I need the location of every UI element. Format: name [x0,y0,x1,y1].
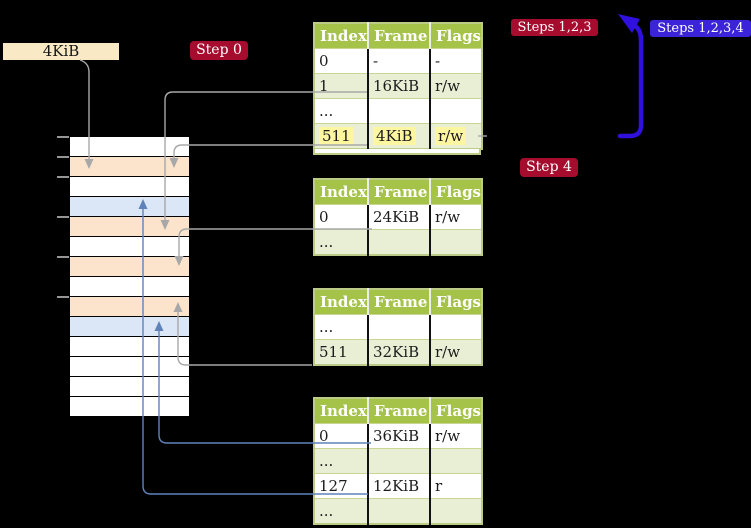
arrowhead [618,14,640,33]
table-row: 127 12KiB r [314,473,482,499]
memory-row [70,317,189,336]
column-header: Index [314,23,369,49]
memory-row [70,137,189,156]
page-table-2: Index Frame Flags 0 24KiB r/w ... [313,178,483,256]
table-row: ... [314,448,482,474]
memory-tick [57,136,69,138]
memory-tick [57,156,69,158]
memory-row [70,177,189,196]
highlighted-value: r/w [435,127,467,145]
page-table-4: Index Frame Flags 0 36KiB r/w ... 127 12… [313,397,483,525]
memory-row [70,397,189,416]
column-header: Frame [368,23,431,49]
highlighted-value: 511 [319,127,354,145]
column-header: Index [314,179,369,205]
memory-row [70,197,189,216]
steps-1234-badge: Steps 1,2,3,4 [650,20,751,37]
table-row: 0 36KiB r/w [314,423,482,449]
table-row: ... [314,498,482,524]
column-header: Frame [368,398,431,424]
memory-row [70,257,189,276]
column-header: Index [314,289,369,315]
table-row: 0 24KiB r/w [314,204,482,230]
step-4-badge: Step 4 [520,158,578,177]
memory-row [70,337,189,356]
column-header: Flags [430,398,482,424]
memory-row [70,217,189,236]
arrow-t3-entry511-to-frame [177,311,312,366]
memory-row [70,377,189,396]
page-size-label: 4KiB [3,43,119,60]
table-row: 511 32KiB r/w [314,339,482,365]
page-table-3: Index Frame Flags ... 511 32KiB r/w [313,288,483,366]
highlighted-value: 4KiB [373,127,416,145]
table-header-row: Index Frame Flags [314,179,482,205]
memory-row [70,357,189,376]
table-row: ... [314,98,482,124]
column-header: Index [314,398,369,424]
table-header-row: Index Frame Flags [314,398,482,424]
column-header: Flags [430,23,482,49]
physical-memory-strip [70,137,189,417]
step-0-badge: Step 0 [190,41,248,60]
table-header-row: Index Frame Flags [314,23,482,49]
page-table-1: Index Frame Flags 0 - - 1 16KiB r/w ... … [313,22,483,150]
table-row: 1 16KiB r/w [314,73,482,99]
recursive-mapping-arrow [617,21,644,139]
column-header: Flags [430,289,482,315]
table-header-row: Index Frame Flags [314,289,482,315]
table-row: ... [314,229,482,255]
memory-tick [57,296,69,298]
memory-row [70,277,189,296]
memory-tick [57,256,69,258]
memory-tick [57,216,69,218]
steps-123-badge: Steps 1,2,3 [511,19,598,36]
table-row: 0 - - [314,48,482,74]
column-header: Frame [368,289,431,315]
table-row: ... [314,314,482,340]
memory-row [70,237,189,256]
memory-row [70,297,189,316]
memory-row [70,157,189,176]
table-row-highlighted: 511 4KiB r/w [314,123,482,149]
table-continuation-stub [313,149,481,155]
memory-tick [57,176,69,178]
column-header: Frame [368,179,431,205]
column-header: Flags [430,179,482,205]
